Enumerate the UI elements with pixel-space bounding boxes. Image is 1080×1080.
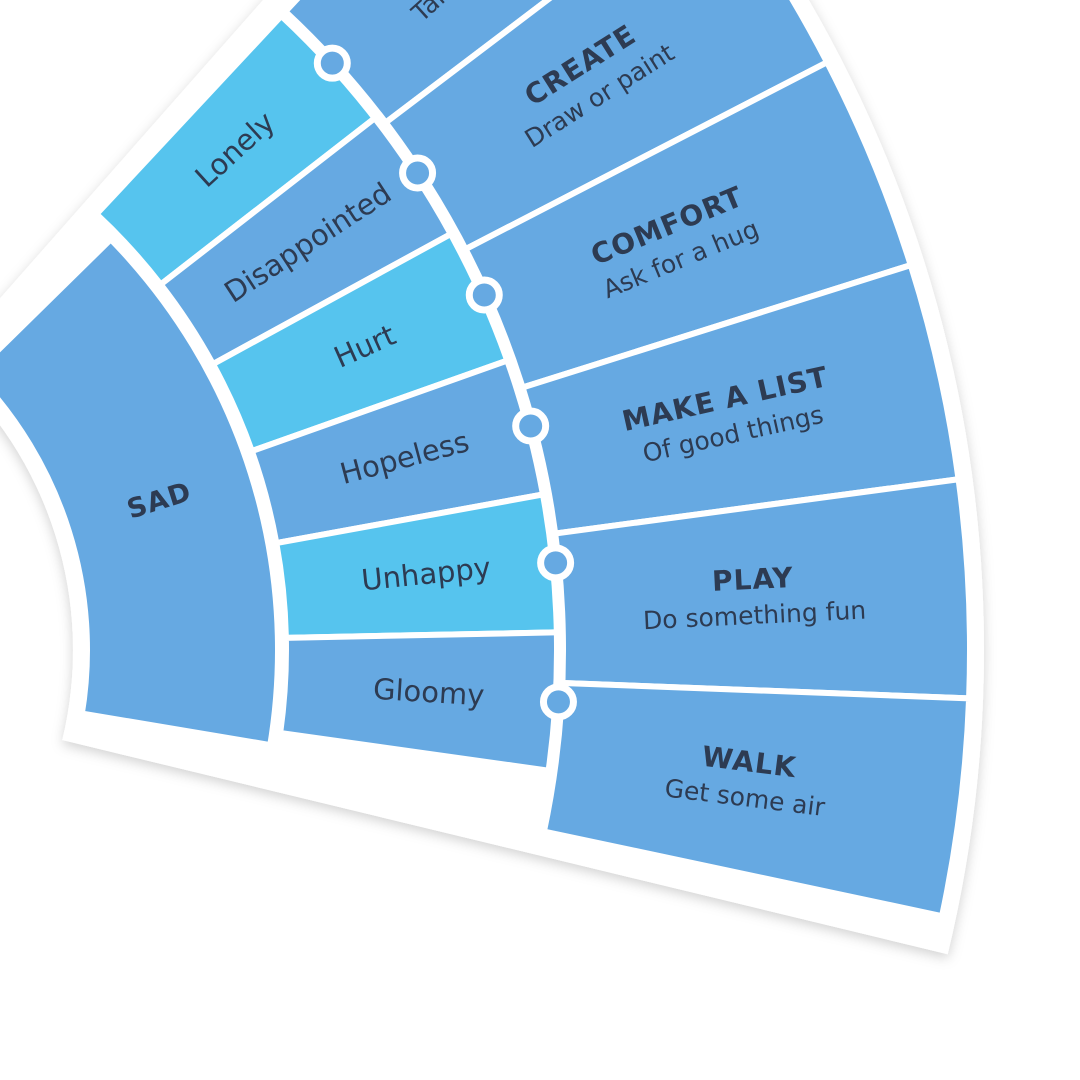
connector-knob: [465, 276, 503, 314]
connector-knob: [313, 44, 351, 82]
connector-knob: [537, 544, 575, 582]
core-emotion-sector: [0, 229, 285, 754]
feeling-label: Gloomy: [372, 672, 485, 713]
core-emotion-zone: [0, 229, 285, 754]
ring-connector: [279, 9, 577, 833]
connector-knob: [512, 407, 550, 445]
connector-knob: [399, 154, 437, 192]
connector-knob: [539, 683, 577, 721]
action-title: PLAY: [711, 561, 794, 598]
